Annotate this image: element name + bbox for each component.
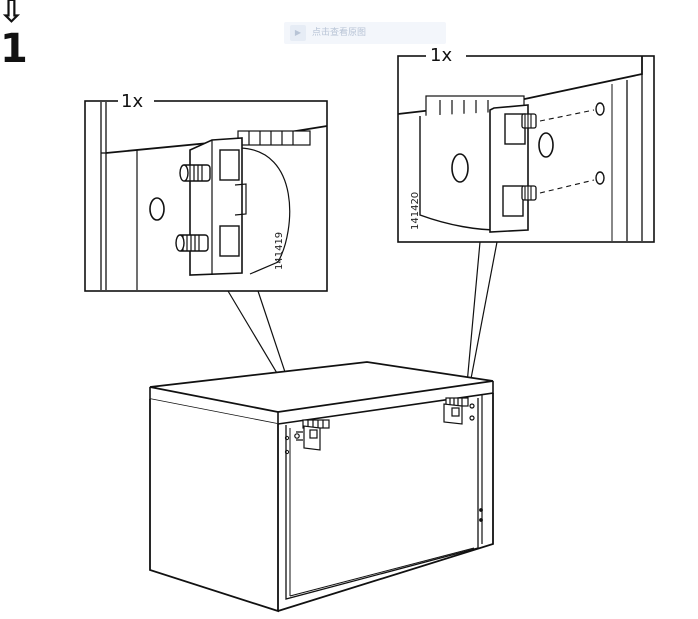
callout-left-quantity: 1x [121, 91, 143, 112]
step-indicator: ⇩ 1 [0, 0, 28, 72]
step-number: 1 [0, 26, 28, 72]
step-arrow-icon: ⇩ [0, 0, 25, 30]
overlay-chip-text: 点击查看原图 [312, 28, 367, 38]
cabinet-illustration [149, 361, 494, 613]
callout-right: 1x [397, 45, 655, 385]
callout-right-part-number: 141420 [410, 192, 421, 230]
callout-right-quantity: 1x [430, 45, 452, 66]
callout-left: 1x [84, 91, 328, 406]
view-original-overlay[interactable]: ▶ 点击查看原图 [284, 22, 446, 44]
play-icon: ▶ [290, 25, 306, 41]
callout-left-part-number: 141419 [274, 232, 285, 270]
